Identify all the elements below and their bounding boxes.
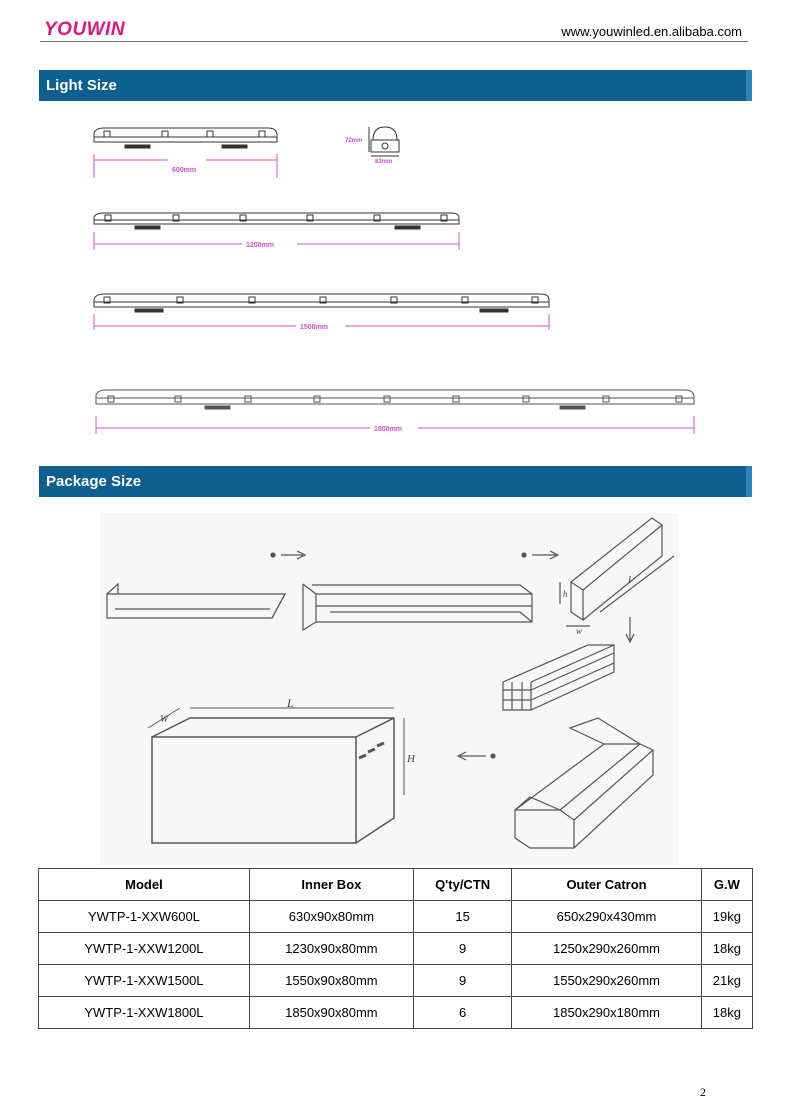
dim-1200-label: 1200mm	[246, 242, 274, 249]
header-model: Model	[38, 868, 250, 901]
carton-width-label: W	[160, 714, 170, 725]
fixture-600-drawing	[93, 127, 278, 149]
package-spec-table: Model Inner Box Q'ty/CTN Outer Catron G.…	[38, 868, 754, 1029]
cell-gross-weight: 18kg	[700, 932, 754, 965]
header-qty-ctn: Q'ty/CTN	[412, 868, 513, 901]
outer-carton-open-drawing	[514, 717, 654, 849]
process-arrow-1	[270, 550, 307, 560]
header-divider	[40, 41, 748, 42]
single-box-drawing	[559, 517, 675, 627]
cell-outer-carton: 1550x290x260mm	[511, 964, 702, 997]
website-url[interactable]: www.youwinled.en.alibaba.com	[561, 24, 742, 39]
cell-inner-box: 1230x90x80mm	[248, 932, 414, 965]
cell-model: YWTP-1-XXW1200L	[38, 932, 250, 965]
cell-outer-carton: 1250x290x260mm	[511, 932, 702, 965]
carton-length-label: L	[286, 696, 294, 710]
dim-width-label: 83mm	[375, 159, 392, 165]
cell-outer-carton: 650x290x430mm	[511, 900, 702, 933]
cell-inner-box: 1550x90x80mm	[248, 964, 414, 997]
cell-qty: 15	[412, 900, 513, 933]
cell-model: YWTP-1-XXW1800L	[38, 996, 250, 1029]
dim-1500-label: 1500mm	[300, 324, 328, 331]
box-width-label: w	[576, 626, 582, 636]
dim-height-label: 72mm	[345, 138, 362, 144]
process-arrow-4	[456, 751, 496, 761]
outer-carton-closed-drawing	[147, 707, 405, 844]
fixture-1500-drawing	[93, 293, 550, 313]
box-height-label: h	[563, 589, 568, 599]
header-outer-carton: Outer Catron	[511, 868, 702, 901]
header-gross-weight: G.W	[700, 868, 754, 901]
cell-inner-box: 630x90x80mm	[248, 900, 414, 933]
cell-gross-weight: 18kg	[700, 996, 754, 1029]
page-number: 2	[700, 1085, 706, 1099]
dim-600-label: 600mm	[172, 167, 196, 174]
fixture-1800-drawing	[95, 389, 695, 410]
cell-inner-box: 1850x90x80mm	[248, 996, 414, 1029]
cell-qty: 9	[412, 932, 513, 965]
cell-model: YWTP-1-XXW600L	[38, 900, 250, 933]
box-length-label: l	[628, 574, 631, 586]
section-light-size: Light Size	[39, 70, 752, 101]
fixture-cross-section	[368, 126, 400, 157]
inner-box-open-drawing	[106, 582, 287, 619]
stacked-boxes-drawing	[502, 644, 615, 711]
header-inner-box: Inner Box	[248, 868, 414, 901]
process-arrow-3	[625, 617, 635, 644]
table-header-row: Model Inner Box Q'ty/CTN Outer Catron G.…	[38, 868, 754, 901]
cell-gross-weight: 19kg	[700, 900, 754, 933]
brand-logo: YOUWIN	[44, 19, 126, 40]
cell-qty: 6	[412, 996, 513, 1029]
carton-height-label: H	[406, 753, 416, 765]
cell-qty: 9	[412, 964, 513, 997]
dim-1800-label: 1800mm	[374, 426, 402, 433]
cell-model: YWTP-1-XXW1500L	[38, 964, 250, 997]
fixture-1200-drawing	[93, 212, 460, 230]
light-size-drawings: 600mm 1200mm 1500mm 1800mm 72mm 83mm	[93, 126, 695, 434]
process-arrow-2	[521, 550, 560, 560]
inner-box-with-light-drawing	[302, 583, 533, 632]
table-row: YWTP-1-XXW600L 630x90x80mm 15 650x290x43…	[38, 900, 754, 933]
package-size-drawing: L W H l w h	[106, 517, 675, 849]
table-row: YWTP-1-XXW1500L 1550x90x80mm 9 1550x290x…	[38, 964, 754, 997]
table-row: YWTP-1-XXW1200L 1230x90x80mm 9 1250x290x…	[38, 932, 754, 965]
section-package-size: Package Size	[39, 466, 752, 497]
cell-outer-carton: 1850x290x180mm	[511, 996, 702, 1029]
table-row: YWTP-1-XXW1800L 1850x90x80mm 6 1850x290x…	[38, 996, 754, 1029]
cell-gross-weight: 21kg	[700, 964, 754, 997]
